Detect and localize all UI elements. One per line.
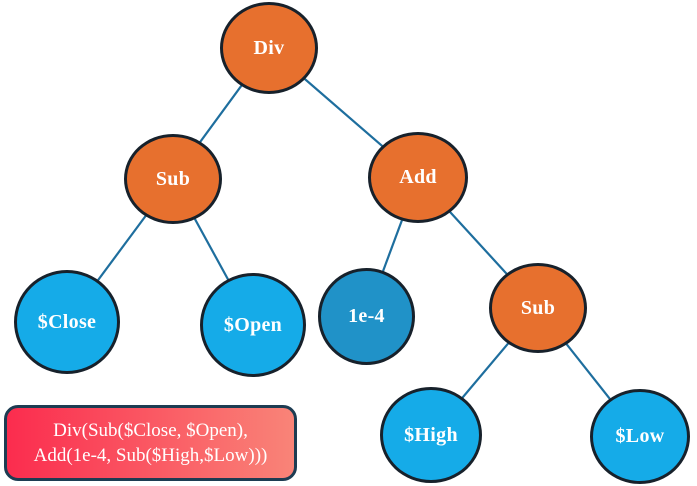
tree-node-constant-1e4: 1e-4 — [318, 268, 415, 365]
tree-node-low: $Low — [590, 389, 690, 484]
node-label: $Close — [37, 310, 97, 333]
tree-node-high: $High — [380, 387, 482, 483]
node-label: 1e-4 — [348, 305, 385, 327]
tree-node-div: Div — [220, 2, 318, 94]
formula-line-1: Div(Sub($Close, $Open), — [53, 419, 248, 441]
tree-node-open: $Open — [200, 273, 306, 377]
tree-node-sub-left: Sub — [124, 134, 222, 224]
formula-box: Div(Sub($Close, $Open), Add(1e-4, Sub($H… — [4, 405, 297, 481]
node-label: Div — [253, 36, 285, 59]
node-label: Add — [399, 166, 437, 188]
node-label: $Open — [223, 313, 283, 336]
formula-line-2: Add(1e-4, Sub($High,$Low))) — [33, 445, 268, 466]
tree-node-sub-right: Sub — [489, 263, 587, 353]
node-label: Sub — [520, 296, 556, 319]
tree-node-add: Add — [368, 132, 468, 223]
node-label: $Low — [615, 425, 665, 447]
node-label: Sub — [155, 167, 191, 190]
tree-node-close: $Close — [14, 270, 120, 374]
node-label: $High — [404, 423, 458, 446]
